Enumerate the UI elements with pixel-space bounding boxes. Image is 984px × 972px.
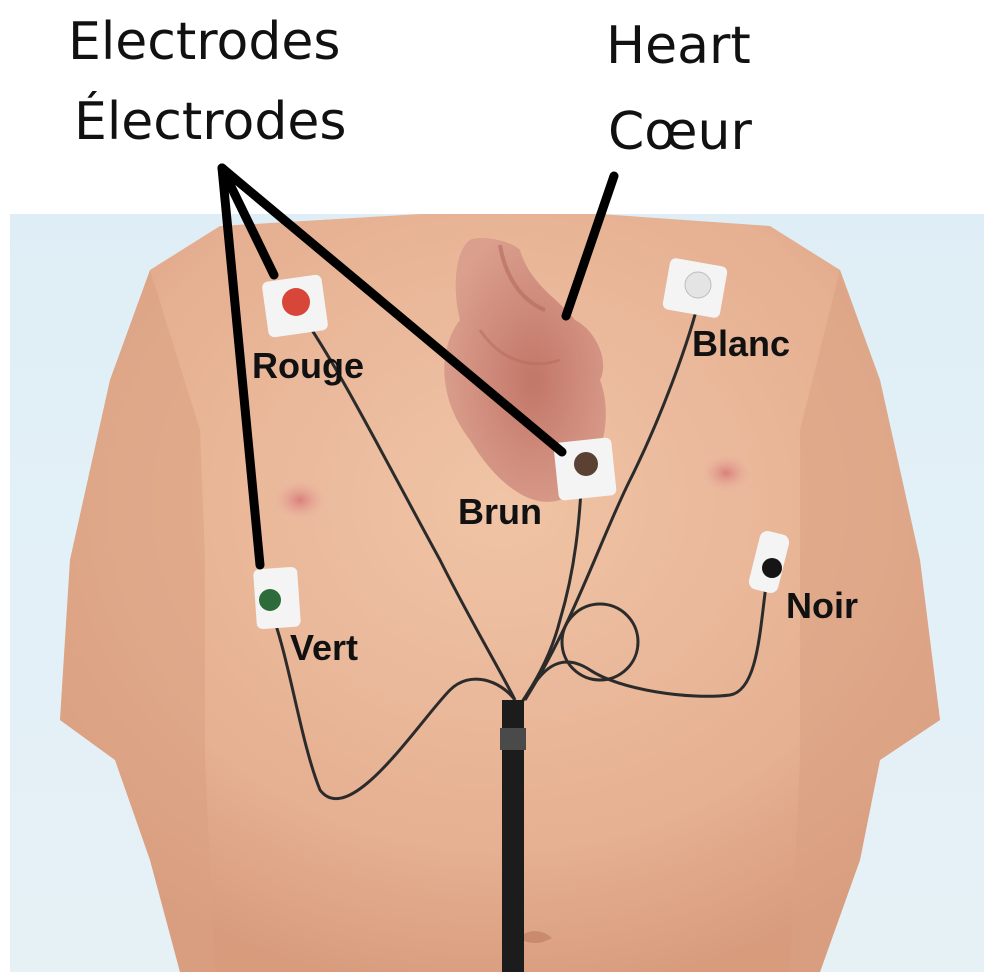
right-nipple xyxy=(702,455,750,491)
electrodes-title-en: Electrodes xyxy=(68,16,340,68)
label-brun: Brun xyxy=(458,494,542,530)
label-blanc: Blanc xyxy=(692,326,790,362)
label-noir: Noir xyxy=(786,588,858,624)
heart-title-fr: Cœur xyxy=(608,106,752,158)
electrode-blanc xyxy=(662,257,728,318)
electrode-rouge xyxy=(261,274,328,338)
heart-title-en: Heart xyxy=(606,20,751,72)
cable-junction xyxy=(500,728,526,750)
left-nipple xyxy=(274,480,326,520)
label-vert: Vert xyxy=(290,630,358,666)
electrodes-title-fr: Électrodes xyxy=(74,96,346,148)
electrode-vert xyxy=(253,567,301,630)
electrode-brun xyxy=(553,437,617,501)
label-rouge: Rouge xyxy=(252,348,364,384)
